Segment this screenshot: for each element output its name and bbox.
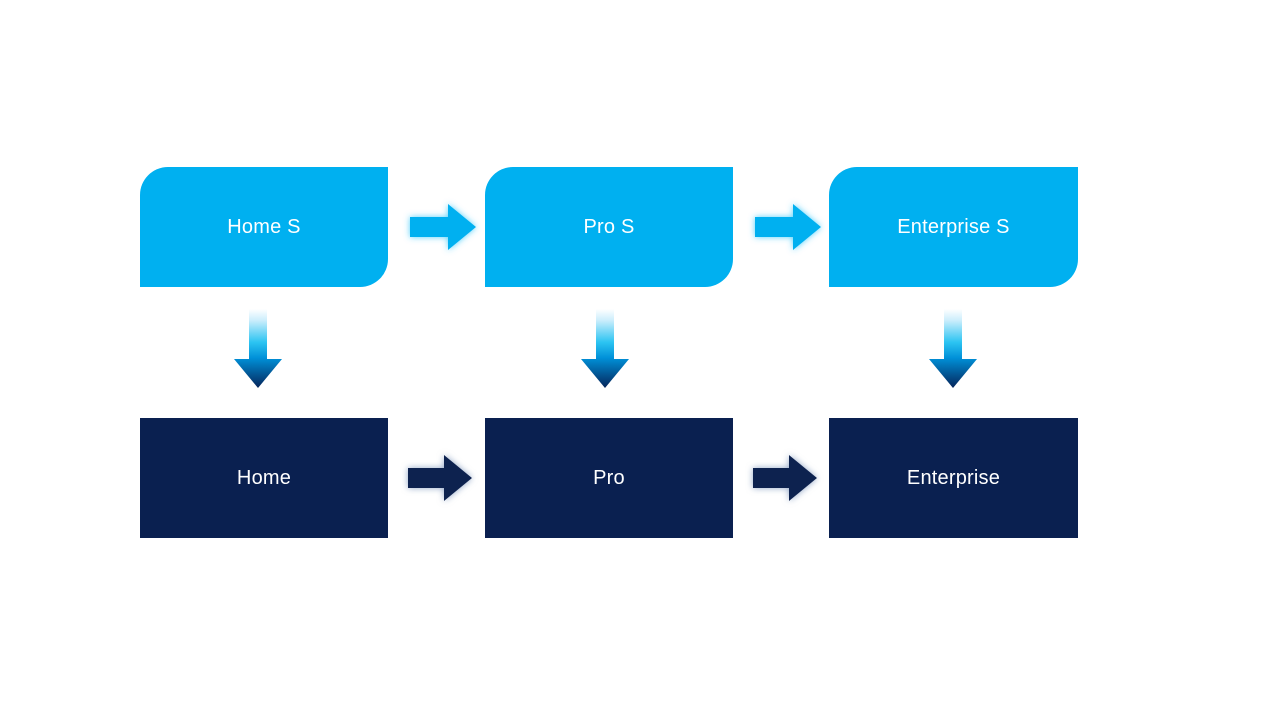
node-home[interactable]: Home xyxy=(140,418,388,538)
arrow-pro-to-enterprise-icon xyxy=(748,450,820,506)
arrow-home-s-to-pro-s-icon xyxy=(406,199,478,255)
node-enterprise-s-label: Enterprise S xyxy=(897,216,1010,238)
node-home-label: Home xyxy=(236,467,292,489)
node-pro-label: Pro xyxy=(593,467,625,489)
node-pro-s-label: Pro S xyxy=(583,216,635,238)
node-home-s[interactable]: Home S xyxy=(140,167,388,287)
node-enterprise-label: Enterprise xyxy=(906,467,1001,489)
node-pro-s[interactable]: Pro S xyxy=(485,167,733,287)
arrow-pro-s-to-pro-icon xyxy=(576,307,634,391)
node-enterprise[interactable]: Enterprise xyxy=(829,418,1078,538)
node-home-s-label: Home S xyxy=(227,216,301,238)
arrow-home-s-to-home-icon xyxy=(229,307,287,391)
arrow-pro-s-to-enterprise-s-icon xyxy=(751,199,823,255)
arrow-enterprise-s-to-enterprise-icon xyxy=(924,307,982,391)
node-enterprise-s[interactable]: Enterprise S xyxy=(829,167,1078,287)
arrow-home-to-pro-icon xyxy=(403,450,475,506)
node-pro[interactable]: Pro xyxy=(485,418,733,538)
